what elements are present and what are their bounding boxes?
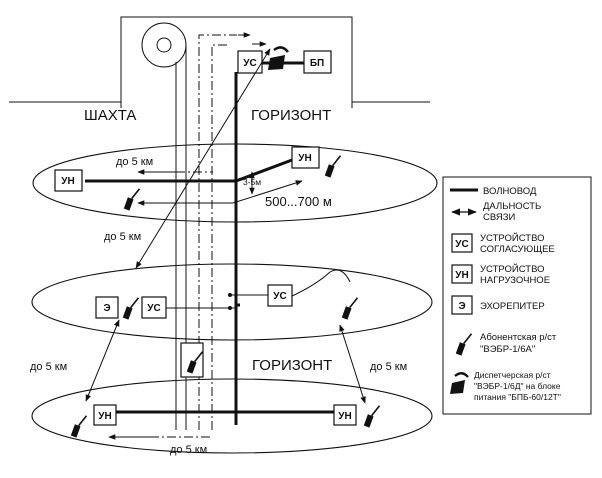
legend-dispatcher-radio-icon [450,372,469,394]
horizon-ellipse-2 [31,263,433,341]
legend-subscriber-radio-icon [454,330,473,358]
distance-label-4: до 5 км [370,361,407,373]
un-box-label: УН [98,411,111,422]
e-box-label: Э [103,303,110,314]
subscriber-radio-icons [69,152,381,440]
us-box-level2-right: УС [267,284,293,307]
bp-box: БП [303,50,332,74]
us-box-label: УС [243,58,256,69]
legend-waveguide: ВОЛНОВОД [483,186,537,197]
horizon-label-bottom: ГОРИЗОНТ [252,357,332,374]
distance-label-5: до 5 км [170,444,207,456]
shaft-label: ШАХТА [84,107,136,124]
us-box-top: УС [237,50,263,74]
un-box-label: УН [61,176,74,187]
legend-range-2: СВЯЗИ [483,212,515,223]
legend-us-1: УСТРОЙСТВО [480,232,545,244]
un-box-left-bottom: УН [93,404,117,426]
legend-disp-3: питания "БПБ-60/12Т" [474,392,561,402]
distance-label-2: до 5 км [104,231,141,243]
shaft-radio-box [180,342,204,378]
hoist-wheel-icon [141,22,187,430]
shaft-signal-paths [198,32,267,430]
distance-label-1: до 5 км [116,156,153,168]
legend-sub-2: "ВЭБР-1/6А" [480,344,535,355]
legend-disp-1: Диспетчерская р/ст [474,370,551,380]
e-box-level2: Э [95,296,119,319]
range-distance-label: 500...700 м [265,194,332,209]
legend-e-label: ЭХОРЕПИТЕР [480,301,545,312]
us-box-level2-left: УС [141,296,167,319]
range-arrows [85,48,366,440]
legend-un-1: УСТРОЙСТВО [480,263,545,275]
un-box-right-bottom: УН [333,404,357,426]
us-box-label: УС [273,291,286,302]
surface-building [9,16,430,108]
bp-box-label: БП [310,58,324,69]
legend-us-2: СОГЛАСУЮЩЕЕ [480,244,555,255]
legend-un-box: УН [455,270,468,281]
dispatcher-radio-icon [268,46,289,70]
short-distance-label: 3-5м [243,177,261,187]
legend-un-2: НАГРУЗОЧНОЕ [480,275,550,286]
legend-e-box: Э [458,301,465,312]
un-box-right-top: УН [291,146,320,169]
un-box-left-top: УН [54,169,83,192]
level2-links [165,269,351,310]
distance-label-3: до 5 км [30,361,67,373]
un-box-label: УН [338,411,351,422]
horizon-ellipse-3 [31,378,433,454]
legend-disp-2: "ВЭБР-1/6Д" на блоке [474,381,561,391]
us-box-label: УС [147,303,160,314]
legend: ВОЛНОВОД ДАЛЬНОСТЬ СВЯЗИ УС УСТРОЙСТВО С… [442,176,592,415]
legend-sub-1: Абонентская р/ст [480,332,557,343]
horizon-label-top: ГОРИЗОНТ [251,107,331,124]
un-box-label: УН [298,153,311,164]
legend-us-box: УС [455,239,468,250]
legend-range-1: ДАЛЬНОСТЬ [483,201,541,212]
